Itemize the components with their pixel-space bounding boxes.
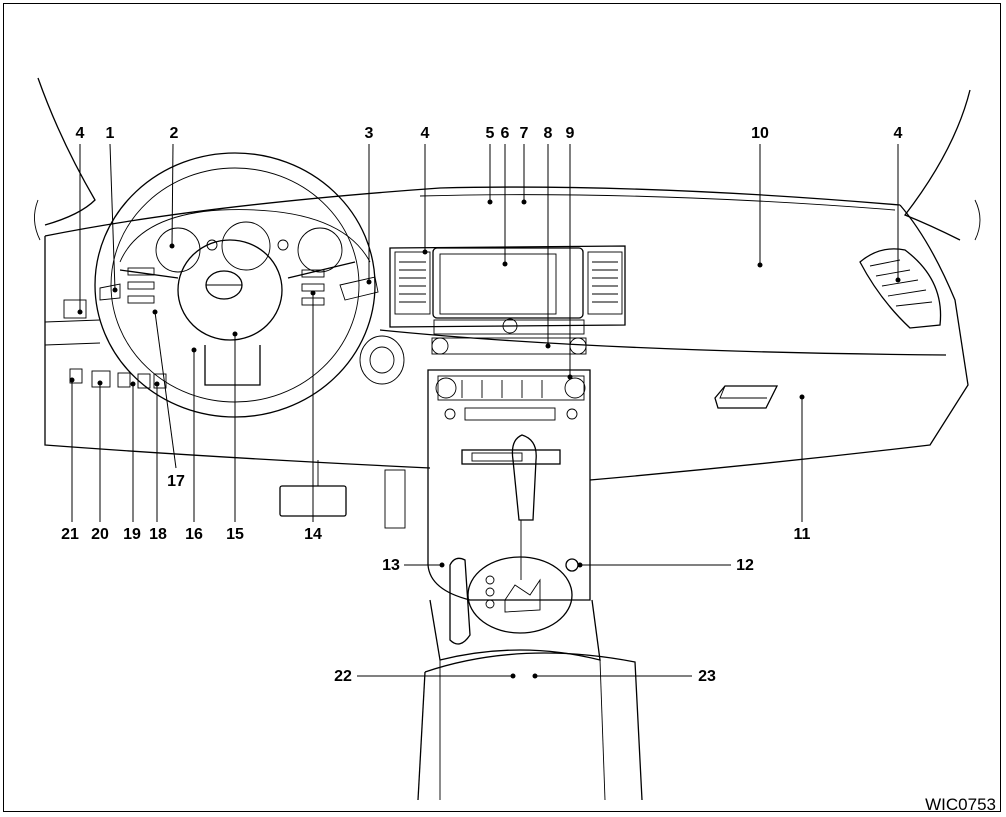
lower-left-switches	[63, 299, 167, 389]
callout-18: 18	[149, 526, 167, 543]
callout-17: 17	[167, 473, 185, 490]
callout-4-right: 4	[894, 125, 903, 142]
callout-5: 5	[486, 125, 495, 142]
callout-11: 11	[794, 526, 811, 543]
callout-6: 6	[501, 125, 510, 142]
callout-13: 13	[382, 557, 400, 574]
callout-2: 2	[170, 125, 179, 142]
callout-12: 12	[736, 557, 754, 574]
callout-9: 9	[566, 125, 575, 142]
figure-frame	[3, 3, 1001, 812]
callout-22: 22	[334, 668, 352, 685]
callout-20: 20	[91, 526, 109, 543]
callout-labels: 1 2 3 4 4 4 5 6 7 8 9 10 11 12 13 14 15 …	[61, 125, 902, 685]
steering-wheel	[94, 152, 379, 418]
a-pillars	[34, 77, 981, 241]
callout-19: 19	[123, 526, 141, 543]
callout-1: 1	[106, 125, 115, 142]
callout-15: 15	[226, 526, 244, 543]
instrument-cluster	[119, 209, 371, 273]
callout-23: 23	[698, 668, 716, 685]
right-side-vent	[859, 248, 942, 329]
callout-10: 10	[751, 125, 769, 142]
glove-box	[714, 385, 779, 409]
figure-code: WIC0753	[925, 795, 996, 814]
callout-3: 3	[365, 125, 374, 142]
callout-7: 7	[520, 125, 529, 142]
center-console	[417, 434, 643, 801]
callout-16: 16	[185, 526, 203, 543]
dashboard-outline	[44, 186, 969, 481]
leader-lines	[69, 143, 901, 679]
callout-14: 14	[304, 526, 322, 543]
ignition-area	[359, 335, 405, 385]
callout-4-center: 4	[421, 125, 430, 142]
callout-8: 8	[544, 125, 553, 142]
center-stack	[389, 245, 626, 601]
callout-21: 21	[61, 526, 79, 543]
pedals	[279, 460, 406, 529]
callout-4-left: 4	[76, 125, 85, 142]
